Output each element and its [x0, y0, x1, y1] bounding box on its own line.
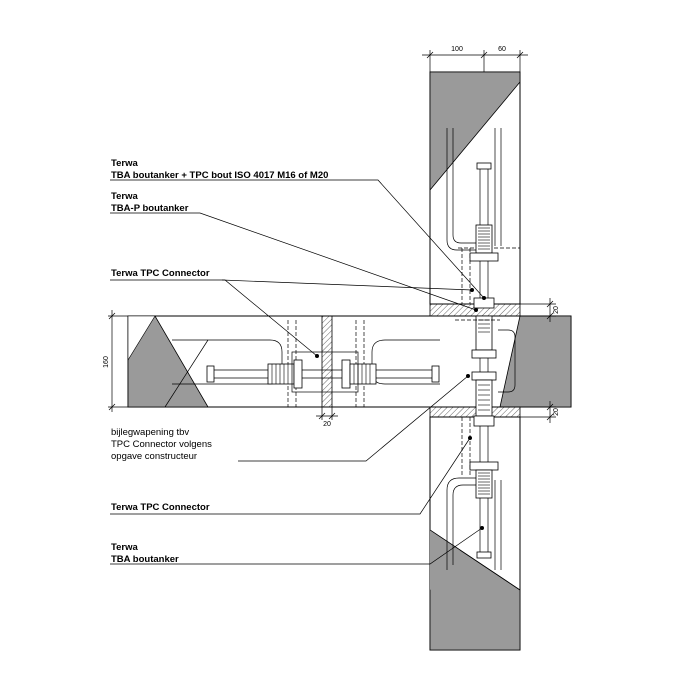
dimensions: 100 60 160 20 20 20 [103, 46, 560, 428]
label-note-line2: TPC Connector volgens [111, 439, 212, 450]
label-tpc-top: Terwa TPC Connector [111, 268, 210, 279]
label-tba-p-line2: TBA-P boutanker [111, 203, 189, 214]
leader-lines [110, 179, 486, 565]
dim-top-left: 100 [451, 46, 463, 53]
horizontal-connector [172, 320, 440, 407]
vertical-connector [455, 297, 516, 427]
label-tba-line2: TBA boutanker [111, 554, 179, 565]
label-tba-tpc-line2: TBA boutanker + TPC bout ISO 4017 M16 of… [111, 170, 328, 181]
dim-right-lower: 20 [553, 408, 560, 416]
label-tba-line1: Terwa [111, 542, 138, 553]
annotation-labels: Terwa TBA boutanker + TPC bout ISO 4017 … [111, 158, 328, 565]
label-note-line3: opgave constructeur [111, 451, 197, 462]
label-tba-tpc-line1: Terwa [111, 158, 138, 169]
label-tba-p-line1: Terwa [111, 191, 138, 202]
upper-column [429, 71, 521, 305]
lower-bolt-threads [478, 472, 490, 495]
dim-left-height: 160 [103, 356, 110, 368]
dim-joint-width: 20 [323, 421, 331, 428]
dim-right-upper: 20 [553, 306, 560, 314]
label-note-line1: bijlegwapening tbv [111, 427, 189, 438]
upper-bolt-threads [478, 227, 490, 250]
dim-top-right: 60 [498, 46, 506, 53]
label-tpc-bottom: Terwa TPC Connector [111, 502, 210, 513]
lower-column [429, 416, 521, 651]
